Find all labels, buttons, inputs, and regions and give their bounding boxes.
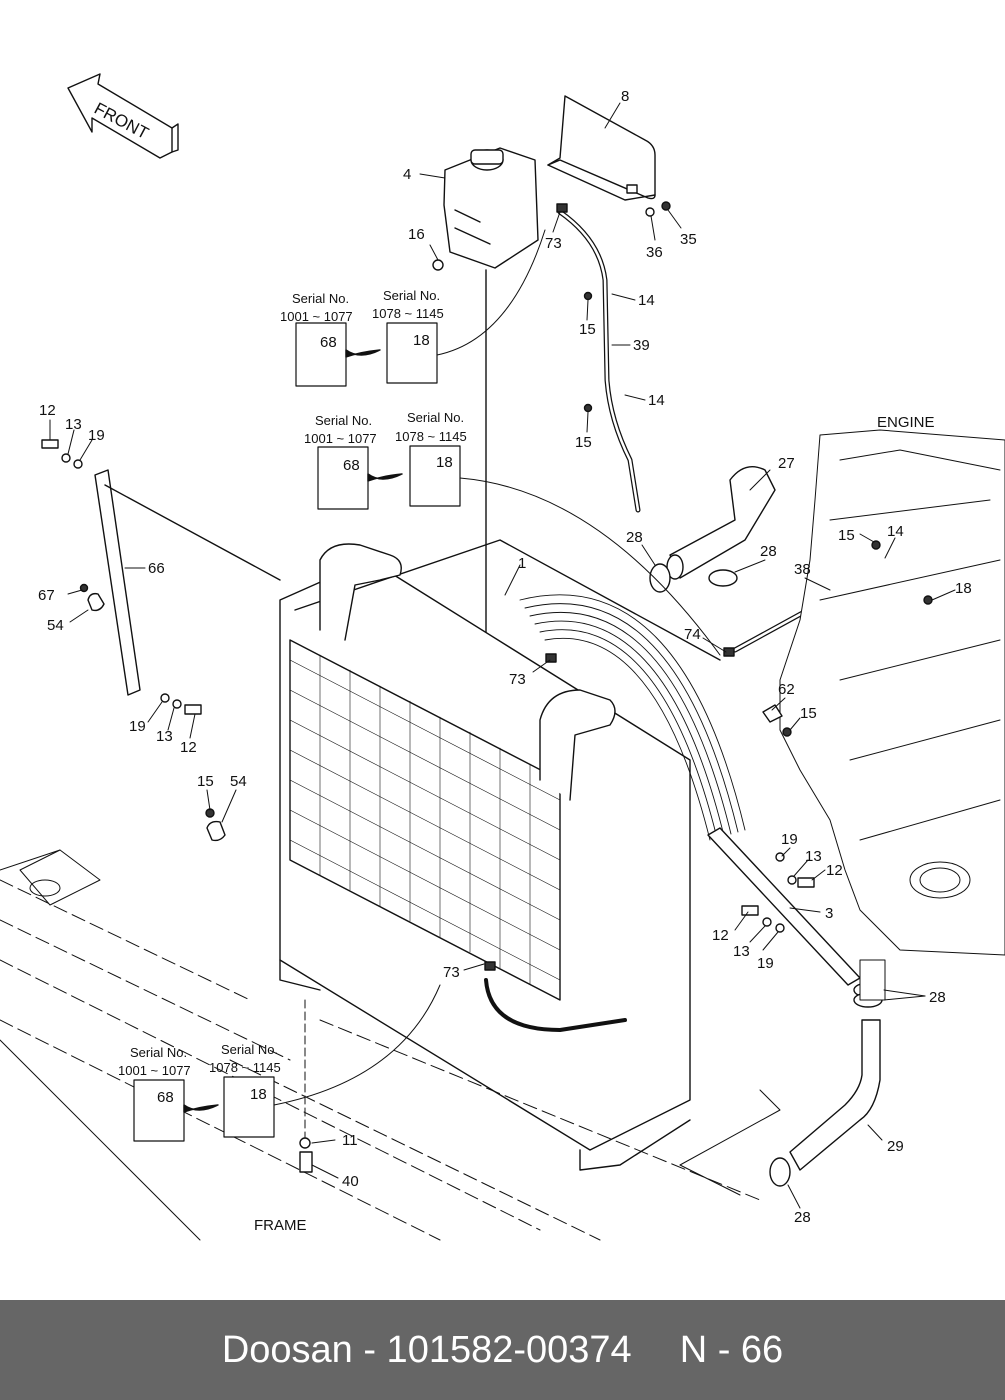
part-label: 74 [684, 626, 701, 643]
radiator-mesh [289, 654, 561, 985]
footer-bar: Doosan - 101582-00374 N - 66 [0, 1300, 1005, 1400]
serial-label: Serial No. [130, 1045, 187, 1060]
part-number-title: Doosan - 101582-00374 [221, 1328, 632, 1371]
part-label: 18 [436, 454, 453, 471]
bracket-plate [547, 95, 656, 201]
serial-range: 1001 ~ 1077 [304, 431, 377, 446]
part-label: 35 [680, 231, 697, 248]
engine-block [779, 429, 1005, 1001]
part-label: 14 [638, 292, 655, 309]
stay-rod-left [94, 469, 281, 696]
part-label: 68 [157, 1089, 174, 1106]
part-label: 27 [778, 455, 795, 472]
part-label: 62 [778, 681, 795, 698]
part-label: 54 [47, 617, 64, 634]
page-number: N - 66 [679, 1328, 784, 1371]
part-label: 40 [342, 1173, 359, 1190]
serial-label: Serial No. [315, 413, 372, 428]
part-label: 54 [230, 773, 247, 790]
serial-range: 1001 ~ 1077 [118, 1063, 191, 1078]
part-label: 13 [156, 728, 173, 745]
part-label: 13 [733, 943, 750, 960]
part-label: 12 [712, 927, 729, 944]
part-label: 14 [887, 523, 904, 540]
part-label: 16 [408, 226, 425, 243]
part-label: 12 [826, 862, 843, 879]
part-label: 15 [579, 321, 596, 338]
part-label: 68 [343, 457, 360, 474]
part-label: 28 [626, 529, 643, 546]
leader-lines [49, 102, 956, 1209]
serial-label: Serial No. [221, 1042, 278, 1057]
part-label: 18 [413, 332, 430, 349]
serial-range: 1078 ~ 1145 [209, 1060, 281, 1075]
serial-range: 1078 ~ 1145 [395, 429, 467, 444]
part-label: 19 [88, 427, 105, 444]
reservoir-tank [443, 147, 539, 269]
serial-range: 1001 ~ 1077 [280, 309, 353, 324]
part-label: 39 [633, 337, 650, 354]
frame-label: FRAME [254, 1217, 307, 1234]
part-label: 13 [805, 848, 822, 865]
part-label: 12 [39, 402, 56, 419]
part-label: 28 [760, 543, 777, 560]
part-label: 15 [575, 434, 592, 451]
part-label: 29 [887, 1138, 904, 1155]
fan-shroud [519, 594, 746, 841]
serial-label: Serial No. [407, 410, 464, 425]
part-label: 73 [545, 235, 562, 252]
serial-label: Serial No. [292, 291, 349, 306]
part-label: 15 [800, 705, 817, 722]
part-label: 28 [929, 989, 946, 1006]
part-label: 18 [955, 580, 972, 597]
part-label: 68 [320, 334, 337, 351]
engine-label: ENGINE [877, 414, 935, 431]
part-label: 13 [65, 416, 82, 433]
parts-diagram: FRONT ENGINE FRAME Serial No. 1001 ~ 107… [0, 73, 1005, 1241]
part-label: 19 [129, 718, 146, 735]
upper-hose [666, 466, 776, 580]
part-label: 73 [443, 964, 460, 981]
part-label: 66 [148, 560, 165, 577]
part-label: 11 [342, 1132, 358, 1149]
serial-range: 1078 ~ 1145 [372, 306, 444, 321]
part-label: 4 [403, 166, 411, 183]
part-label: 73 [509, 671, 526, 688]
part-label: 28 [794, 1209, 811, 1226]
stay-rod-right [707, 827, 861, 986]
part-label: 12 [180, 739, 197, 756]
part-label: 8 [621, 88, 629, 105]
part-label: 15 [838, 527, 855, 544]
part-label: 38 [794, 561, 811, 578]
fasteners [41, 201, 933, 1173]
part-label: 3 [825, 905, 833, 922]
part-label: 18 [250, 1086, 267, 1103]
part-label: 19 [781, 831, 798, 848]
part-label: 19 [757, 955, 774, 972]
part-label: 15 [197, 773, 214, 790]
part-label: 36 [646, 244, 663, 261]
part-label: 1 [518, 555, 526, 572]
front-arrow-icon [67, 73, 179, 159]
part-label: 14 [648, 392, 665, 409]
part-label: 67 [38, 587, 55, 604]
serial-label: Serial No. [383, 288, 440, 303]
